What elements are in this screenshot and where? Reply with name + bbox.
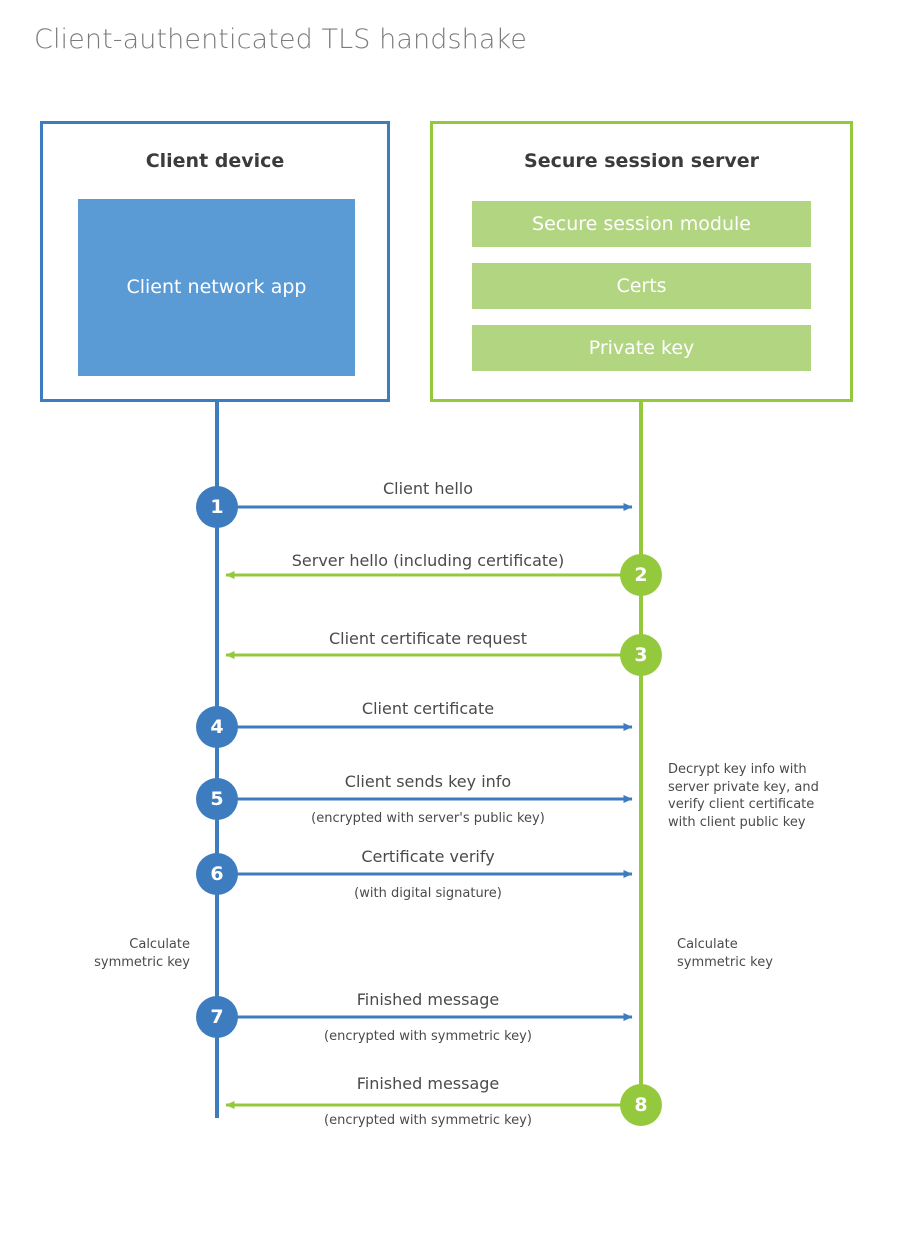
- message-sublabel-5: (encrypted with server's public key): [311, 811, 545, 826]
- step-number-4: 4: [210, 716, 224, 738]
- certs-block: Certs: [472, 263, 811, 309]
- client-calc-note-line-1: Calculate: [129, 937, 190, 952]
- server-calculate-symmetric-key-note: Calculate symmetric key: [677, 936, 827, 971]
- client-network-app-label: Client network app: [126, 276, 307, 299]
- message-label-5: Client sends key info: [344, 772, 512, 791]
- step-badge-6: 6: [196, 853, 238, 895]
- certs-label: Certs: [616, 274, 667, 297]
- step-badge-4: 4: [196, 706, 238, 748]
- message-label-1: Client hello: [382, 479, 474, 498]
- step-number-2: 2: [634, 564, 648, 586]
- private-key-label: Private key: [588, 336, 695, 359]
- message-label-6: Certificate verify: [361, 847, 495, 866]
- step-number-3: 3: [634, 644, 648, 666]
- server-decrypt-note-line-3: verify client certificate: [668, 797, 815, 813]
- client-device-title: Client device: [145, 150, 285, 172]
- message-label-8: Finished message: [356, 1074, 500, 1093]
- step-number-6: 6: [210, 863, 224, 885]
- server-decrypt-note-line-1: Decrypt key info with: [668, 762, 807, 777]
- step-badge-8: 8: [620, 1084, 662, 1126]
- secure-session-module-label: Secure session module: [532, 212, 751, 235]
- message-sublabel-6: (with digital signature): [354, 886, 502, 901]
- step-number-7: 7: [210, 1006, 224, 1028]
- step-number-1: 1: [210, 496, 224, 518]
- step-badge-7: 7: [196, 996, 238, 1038]
- secure-session-module-block: Secure session module: [472, 201, 811, 247]
- message-label-4: Client certificate: [361, 699, 495, 718]
- client-calculate-symmetric-key-note: Calculate symmetric key: [60, 936, 190, 971]
- step-badge-3: 3: [620, 634, 662, 676]
- server-calc-note-line-2: symmetric key: [677, 954, 773, 970]
- message-label-2: Server hello (including certificate): [291, 551, 565, 570]
- server-decrypt-note: Decrypt key info with server private key…: [668, 761, 843, 831]
- step-badge-5: 5: [196, 778, 238, 820]
- message-sublabel-7: (encrypted with symmetric key): [324, 1029, 532, 1044]
- step-number-5: 5: [210, 788, 224, 810]
- secure-session-server-title: Secure session server: [524, 150, 759, 172]
- message-sublabel-8: (encrypted with symmetric key): [324, 1113, 532, 1128]
- client-calc-note-line-2: symmetric key: [94, 954, 190, 970]
- step-badge-2: 2: [620, 554, 662, 596]
- step-number-8: 8: [634, 1094, 648, 1116]
- server-calc-note-line-1: Calculate: [677, 937, 738, 952]
- private-key-block: Private key: [472, 325, 811, 371]
- client-network-app-block: Client network app: [78, 199, 355, 376]
- server-decrypt-note-line-2: server private key, and: [668, 779, 819, 795]
- page-title: Client-authenticated TLS handshake: [34, 24, 527, 55]
- server-decrypt-note-line-4: with client public key: [668, 814, 806, 830]
- message-label-7: Finished message: [356, 990, 500, 1009]
- step-badge-1: 1: [196, 486, 238, 528]
- message-label-3: Client certificate request: [328, 629, 528, 648]
